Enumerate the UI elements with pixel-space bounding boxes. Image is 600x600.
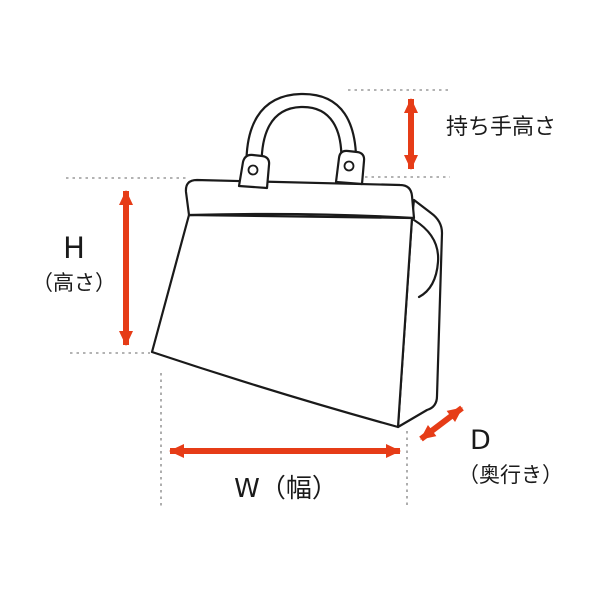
bag-handle: [245, 92, 358, 180]
depth-arrow: [419, 405, 464, 442]
depth-letter: D: [470, 425, 491, 456]
depth-sub-label: （奥行き）: [458, 462, 563, 487]
width-label: W（幅）: [234, 474, 338, 504]
measurement-guide-lines: [66, 89, 452, 508]
height-label: H （高さ）: [16, 230, 132, 297]
handbag-illustration: [150, 92, 444, 429]
handle-height-label: 持ち手高さ: [446, 115, 557, 140]
dimension-arrows: [119, 98, 464, 458]
bag-rivet-left: [247, 164, 259, 176]
bag-front-panel: [150, 213, 414, 429]
bag-flap: [184, 178, 416, 220]
height-sub-label: （高さ）: [32, 271, 116, 296]
bag-handle-inner: [260, 105, 343, 178]
depth-label: D （奥行き）: [458, 424, 590, 488]
height-letter: H: [63, 231, 85, 265]
bag-side-fold: [412, 218, 440, 299]
bag-rivet-right: [343, 160, 355, 172]
